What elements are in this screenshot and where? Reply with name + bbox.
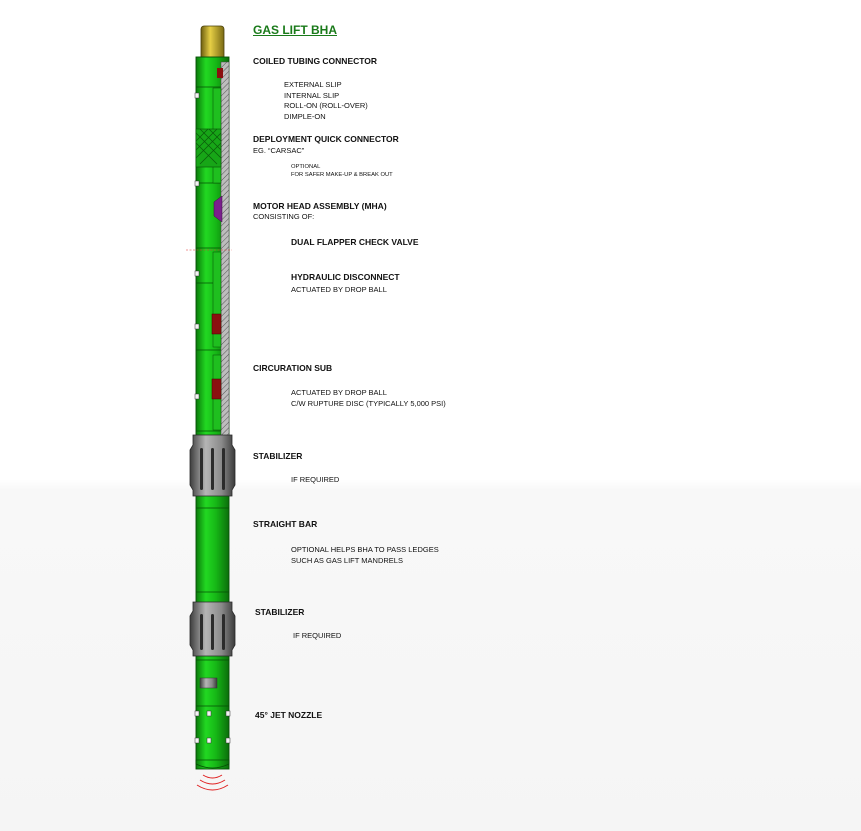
circulation-sub-note: C/W RUPTURE DISC (TYPICALLY 5,000 PSI) xyxy=(291,399,446,408)
coiled-tubing-item: EXTERNAL SLIP xyxy=(284,80,342,89)
deployment-note: OPTIONAL xyxy=(291,164,321,170)
deployment-connector-grip xyxy=(195,128,222,168)
hydraulic-disconnect-seat xyxy=(211,313,222,335)
flapper-valve-heading: DUAL FLAPPER CHECK VALVE xyxy=(291,237,419,247)
straight-bar-note: OPTIONAL HELPS BHA TO PASS LEDGES xyxy=(291,545,439,554)
stabilizer-2-heading: STABILIZER xyxy=(255,607,305,617)
jet-spray-icon xyxy=(196,774,229,791)
stabilizer-1-note: IF REQUIRED xyxy=(291,475,340,484)
stabilizer-1-heading: STABILIZER xyxy=(253,451,303,461)
straight-bar-heading: STRAIGHT BAR xyxy=(253,519,318,529)
nozzle-tip xyxy=(195,759,230,769)
connector-seal xyxy=(217,68,223,78)
coiled-tubing-heading: COILED TUBING CONNECTOR xyxy=(253,56,378,66)
coiled-tubing-item: INTERNAL SLIP xyxy=(284,91,340,100)
circulation-sub-note: ACTUATED BY DROP BALL xyxy=(291,388,387,397)
coiled-tubing-item: DIMPLE-ON xyxy=(284,112,326,121)
hydraulic-disconnect-heading: HYDRAULIC DISCONNECT xyxy=(291,272,400,282)
mha-heading: MOTOR HEAD ASSEMBLY (MHA) xyxy=(253,201,387,211)
dual-flapper-check-valve xyxy=(213,195,223,223)
ports xyxy=(194,92,200,400)
jet-nozzle-heading: 45° JET NOZZLE xyxy=(255,710,323,720)
deployment-note: FOR SAFER MAKE-UP & BREAK OUT xyxy=(291,172,393,178)
coiled-tubing-item: ROLL-ON (ROLL-OVER) xyxy=(284,101,368,110)
mha-consisting: CONSISTING OF: xyxy=(253,212,315,221)
stabilizer-2-note: IF REQUIRED xyxy=(293,631,342,640)
stabilizer-2 xyxy=(189,601,236,657)
diagram-title: GAS LIFT BHA xyxy=(253,23,337,37)
deployment-heading: DEPLOYMENT QUICK CONNECTOR xyxy=(253,134,399,144)
stabilizer-1 xyxy=(189,434,236,497)
straight-bar-note: SUCH AS GAS LIFT MANDRELS xyxy=(291,556,403,565)
hydraulic-disconnect-note: ACTUATED BY DROP BALL xyxy=(291,285,387,294)
nozzle-insert xyxy=(199,677,218,689)
jet-nozzle-ports xyxy=(194,710,231,744)
deployment-example: EG. “CARSAC” xyxy=(253,146,305,155)
coiled-tubing xyxy=(200,25,225,61)
circulation-sub-seat xyxy=(211,378,222,400)
circulation-sub-heading: CIRCURATION SUB xyxy=(253,363,333,373)
